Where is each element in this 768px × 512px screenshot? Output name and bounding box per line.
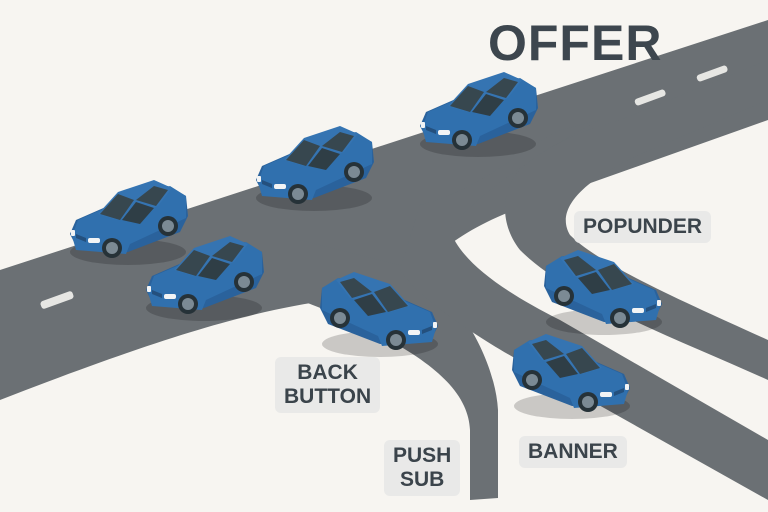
label-banner-text: BANNER — [528, 440, 618, 463]
road-banner — [400, 120, 768, 500]
car-main-1 — [70, 180, 188, 265]
car-popunder — [544, 250, 662, 335]
label-banner: BANNER — [519, 436, 627, 468]
label-popunder-text: POPUNDER — [583, 215, 703, 238]
car-main-2 — [256, 126, 374, 211]
label-push-sub-line2: SUB — [400, 468, 445, 491]
offer-title: OFFER — [488, 15, 663, 71]
label-back-button-line1: BACK — [297, 361, 358, 384]
label-popunder: POPUNDER — [574, 211, 712, 243]
label-push-sub: PUSH SUB — [384, 440, 461, 496]
label-back-button-line2: BUTTON — [284, 385, 372, 408]
lane-markings — [40, 65, 728, 309]
label-push-sub-line1: PUSH — [393, 444, 452, 467]
road-popunder — [505, 60, 768, 380]
label-back-button: BACK BUTTON — [275, 357, 381, 413]
car-banner — [512, 334, 630, 419]
car-main-3 — [420, 72, 538, 157]
